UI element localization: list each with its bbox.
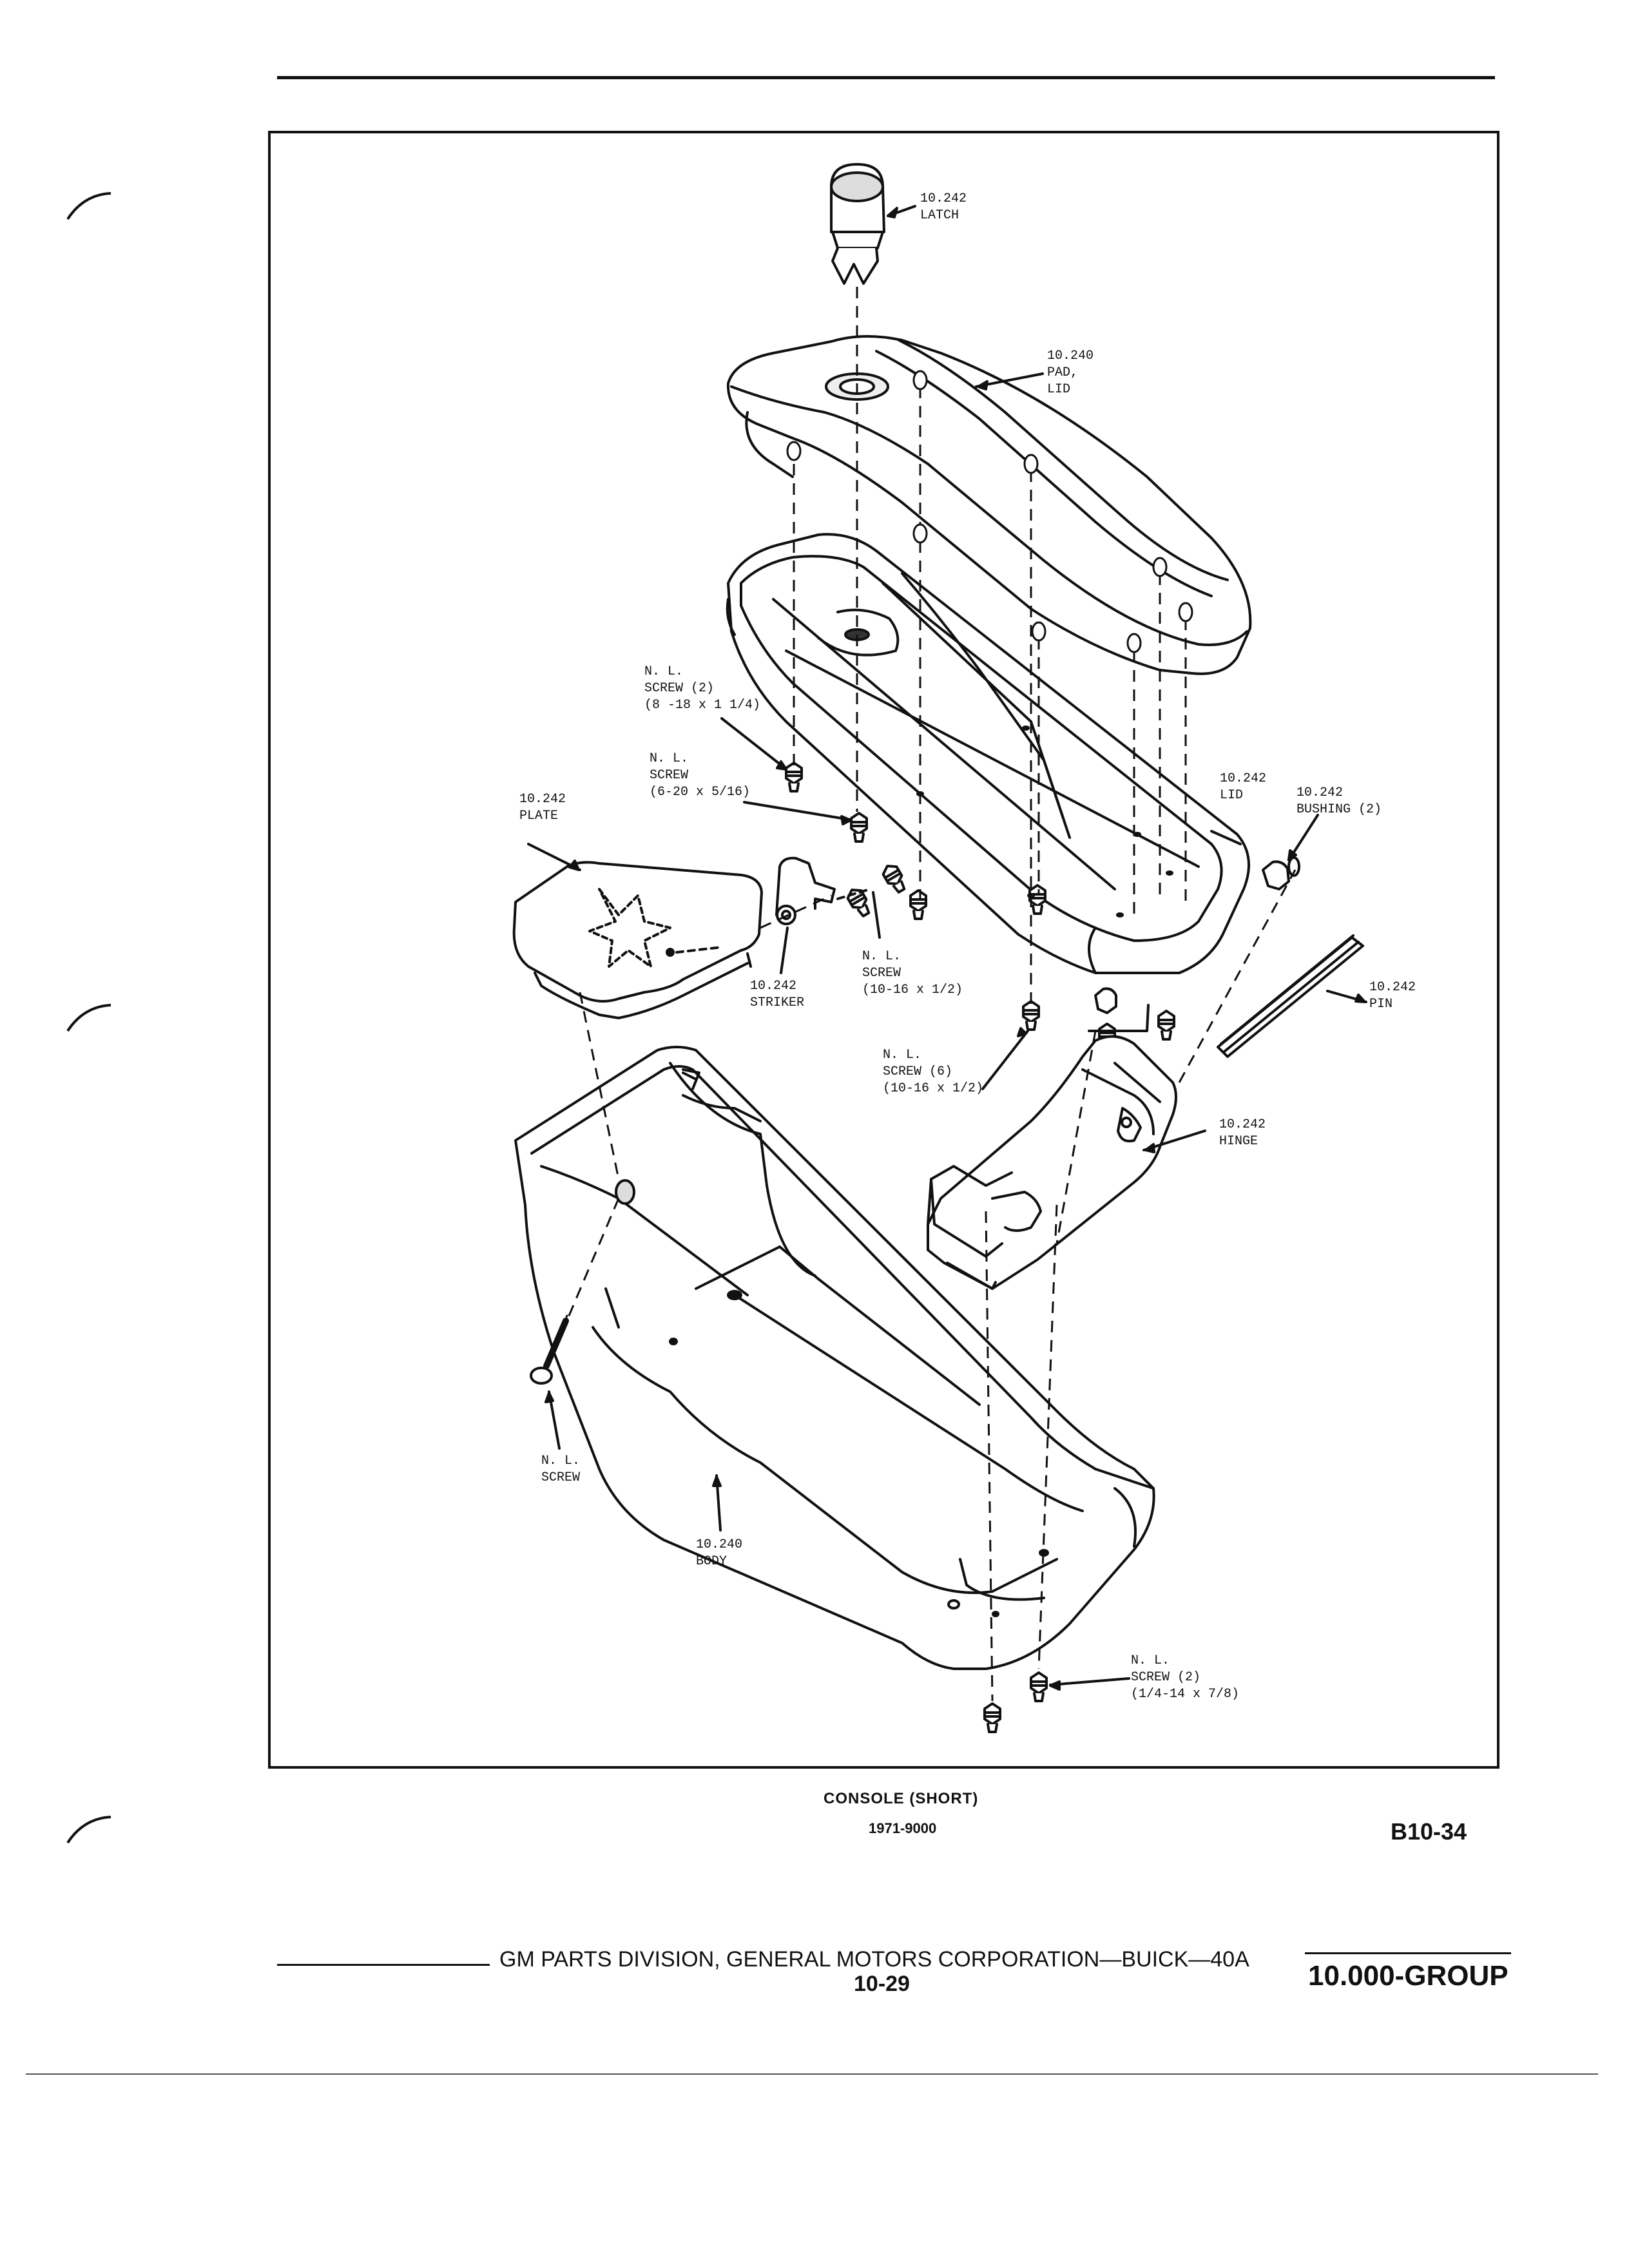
lid-frame-part <box>726 533 1250 974</box>
label-body: 10.240 BODY <box>696 1537 743 1569</box>
label-pin: 10.242 PIN <box>1369 980 1416 1012</box>
figure-title: CONSOLE (SHORT) <box>824 1790 979 1807</box>
label-screw-6-20: N. L. SCREW (6-20 x 5/16) <box>650 751 751 800</box>
top-rule <box>277 76 1495 79</box>
label-screw-body: N. L. SCREW <box>541 1454 581 1485</box>
scan-mark <box>66 192 111 220</box>
diagram-frame <box>268 131 1499 1769</box>
label-screw-10-16: N. L. SCREW (10-16 x 1/2) <box>862 949 963 997</box>
footer-publisher: GM PARTS DIVISION, GENERAL MOTORS CORPOR… <box>499 1947 1249 1972</box>
scan-mark <box>66 1816 111 1844</box>
hinge-part <box>927 1004 1177 1290</box>
latch-part <box>830 163 885 285</box>
body-side-screw <box>530 1314 569 1385</box>
body-part <box>514 1046 1155 1670</box>
plate-part <box>512 861 763 1019</box>
label-screw-6: N. L. SCREW (6) (10-16 x 1/2) <box>883 1048 984 1096</box>
label-plate: 10.242 PLATE <box>519 792 566 823</box>
label-screw-bottom: N. L. SCREW (2) (1/4-14 x 7/8) <box>1131 1653 1240 1702</box>
footer-group: 10.000-GROUP <box>1308 1960 1509 1992</box>
footer-page-number: 10-29 <box>854 1972 910 1996</box>
label-lid: 10.242 LID <box>1220 771 1267 803</box>
footer-rule-right <box>1305 1952 1511 1954</box>
label-striker: 10.242 STRIKER <box>750 979 805 1010</box>
scan-mark <box>66 1004 111 1032</box>
pin-part <box>1217 934 1364 1058</box>
figure-number: 1971-9000 <box>869 1820 937 1836</box>
figure-code: B10-34 <box>1391 1818 1467 1845</box>
label-hinge: 10.242 HINGE <box>1219 1117 1266 1149</box>
footer-rule-left <box>277 1964 490 1966</box>
label-bushing: 10.242 BUSHING (2) <box>1296 785 1382 817</box>
label-screw-8-18: N. L. SCREW (2) (8 -18 x 1 1/4) <box>644 664 761 713</box>
label-latch: 10.242 LATCH <box>920 191 967 223</box>
bottom-rule <box>26 2073 1598 2075</box>
bushing-part <box>1094 856 1300 1014</box>
striker-part <box>775 856 836 925</box>
label-pad-lid: 10.240 PAD, LID <box>1047 349 1094 397</box>
